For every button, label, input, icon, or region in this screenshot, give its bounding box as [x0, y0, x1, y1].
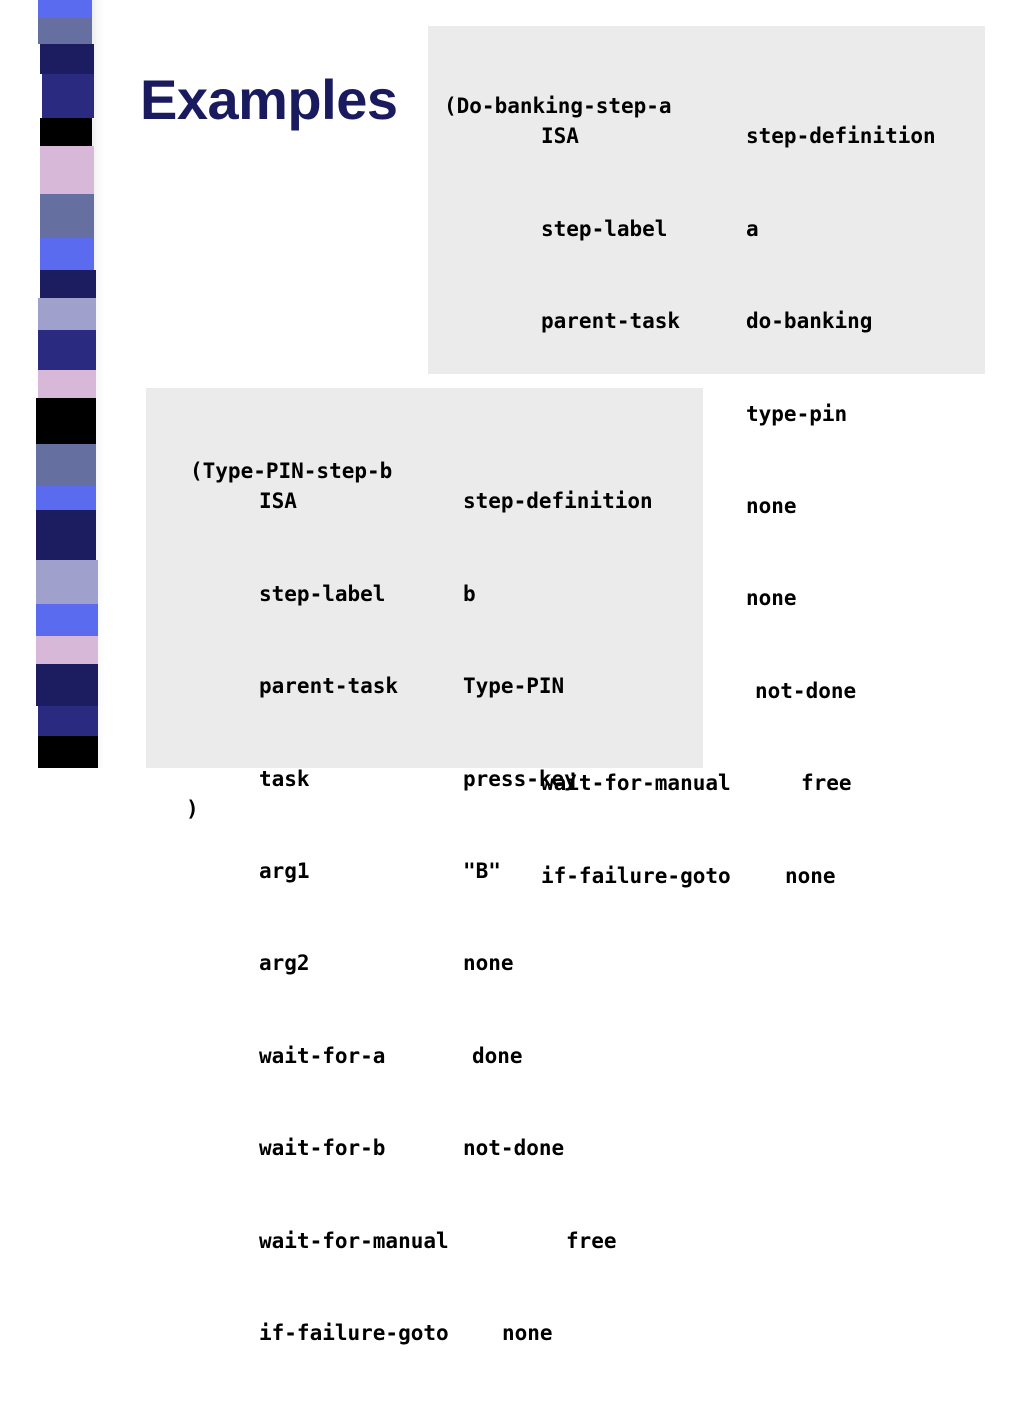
strip-band — [36, 664, 98, 706]
code-text: (Do-banking-step-a — [444, 29, 672, 183]
code-header: (Do-banking-step-a — [444, 93, 672, 118]
code-value: free — [566, 1228, 617, 1253]
code-footer: ) — [186, 796, 199, 821]
strip-band — [38, 0, 92, 18]
code-value: none — [746, 493, 797, 518]
code-key: parent-task — [259, 674, 399, 699]
side-strip-graphic — [36, 0, 108, 768]
code-key: ISA — [259, 489, 297, 514]
code-key: task — [259, 766, 310, 791]
code-values: step-definition b Type-PIN press-key "B"… — [463, 425, 653, 1410]
code-keys: ISA step-label parent-task task arg1 arg… — [259, 425, 449, 1410]
strip-band — [36, 604, 98, 636]
strip-band — [36, 486, 96, 510]
code-value: none — [502, 1320, 553, 1345]
code-value: step-definition — [463, 489, 653, 514]
strip-band — [38, 706, 98, 736]
code-values: step-definition a do-banking type-pin no… — [746, 60, 936, 953]
strip-band — [38, 370, 96, 398]
strip-band — [40, 44, 94, 74]
strip-band — [40, 270, 96, 298]
page-title: Examples — [140, 68, 398, 131]
strip-band — [36, 510, 96, 560]
code-key: ISA — [541, 124, 579, 149]
strip-band — [40, 146, 94, 194]
code-value: b — [463, 581, 476, 606]
code-key: parent-task — [541, 309, 681, 334]
decorative-side-strip — [0, 0, 108, 768]
strip-band — [36, 636, 98, 664]
code-value: none — [785, 863, 836, 888]
code-header: (Type-PIN-step-b — [190, 458, 393, 483]
code-key: wait-for-manual — [259, 1228, 449, 1253]
code-value: free — [801, 771, 852, 796]
strip-band — [38, 298, 96, 330]
code-value: do-banking — [746, 309, 873, 334]
code-text: (Type-PIN-step-b — [190, 394, 392, 548]
code-value: type-pin — [746, 401, 848, 426]
code-value: a — [746, 216, 759, 241]
code-block-type-pin-step-b: (Type-PIN-step-b ISA step-label parent-t… — [146, 388, 703, 1345]
strip-band — [38, 18, 92, 44]
strip-band — [40, 118, 92, 146]
strip-band — [36, 444, 96, 486]
code-key: if-failure-goto — [259, 1320, 449, 1345]
code-value: not-done — [463, 1136, 565, 1161]
strip-band — [40, 238, 94, 270]
code-value: none — [746, 586, 797, 611]
strip-band — [38, 330, 96, 370]
strip-band — [40, 194, 94, 238]
code-value: step-definition — [746, 124, 936, 149]
strip-band — [36, 560, 98, 604]
code-key: arg2 — [259, 951, 310, 976]
code-footer-wrap: ) — [186, 732, 237, 886]
code-block-do-banking-step-a: (Do-banking-step-a ISA step-label parent… — [428, 26, 985, 888]
code-key: wait-for-b — [259, 1136, 386, 1161]
code-value: press-key — [463, 766, 577, 791]
code-key: step-label — [541, 216, 668, 241]
code-key: arg1 — [259, 858, 310, 883]
strip-band — [42, 74, 94, 118]
strip-band — [36, 398, 96, 444]
code-key: step-label — [259, 581, 386, 606]
code-value: Type-PIN — [463, 674, 565, 699]
code-value: none — [463, 951, 514, 976]
code-value: "B" — [463, 858, 501, 883]
code-value: not-done — [755, 678, 857, 703]
code-value: done — [472, 1043, 523, 1068]
strip-band — [38, 736, 98, 768]
code-key: wait-for-a — [259, 1043, 386, 1068]
